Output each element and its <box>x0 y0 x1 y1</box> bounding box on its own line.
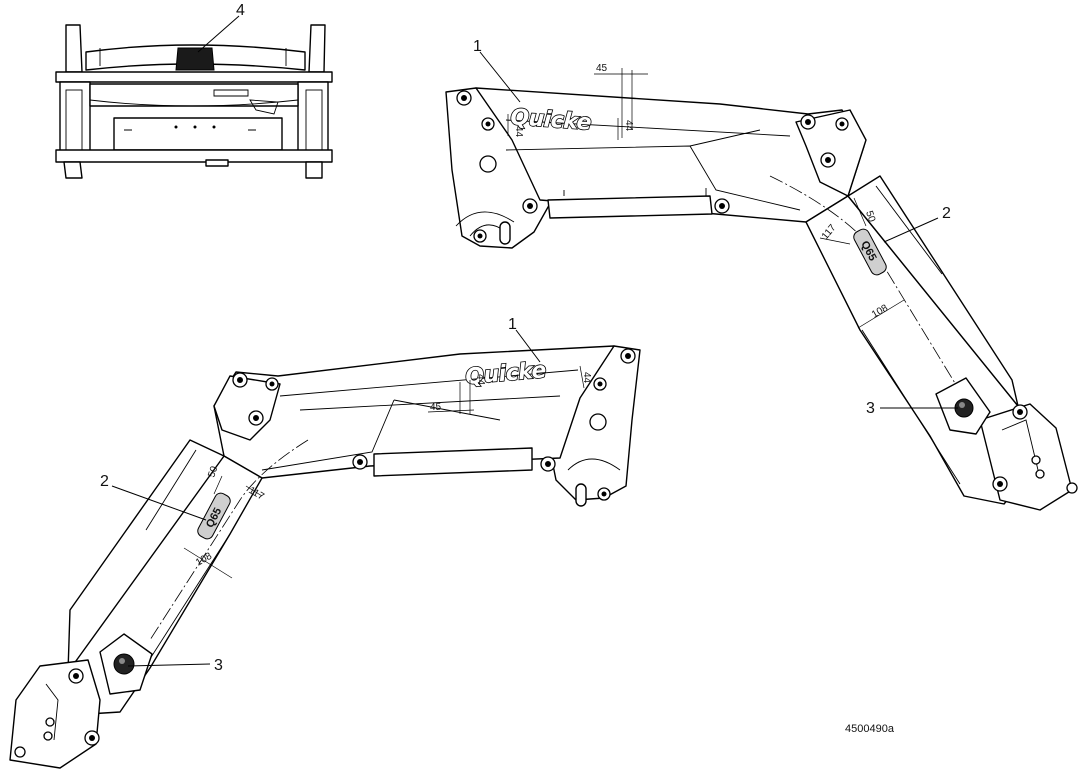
loader-arm-left-view: Quicke Q65 <box>9 345 641 769</box>
callout-3-top: 3 <box>866 400 875 417</box>
dim-44-bottom-right: 44 <box>581 372 592 384</box>
loader-arm-right-view: Quicke Q65 <box>445 68 1078 511</box>
dim-44-top-left: 44 <box>513 126 524 138</box>
control-unit-bottom <box>99 633 153 695</box>
front-view-crossmember <box>55 24 333 179</box>
callout-leaders <box>111 15 958 667</box>
dim-45-top: 45 <box>596 63 608 74</box>
callout-2-top: 2 <box>942 205 951 222</box>
dim-45-bottom: 45 <box>430 402 442 413</box>
decal-4 <box>175 47 215 71</box>
callout-3-bottom: 3 <box>214 657 223 674</box>
document-number: 4500490a <box>845 723 895 735</box>
dim-50-top: 50 <box>863 210 877 224</box>
q65-badge-top <box>853 228 887 276</box>
dim-44-top-right: 44 <box>623 120 634 132</box>
callout-4: 4 <box>236 2 245 19</box>
callout-2-bottom: 2 <box>100 473 109 490</box>
callout-1-top: 1 <box>473 38 482 55</box>
callout-1-bottom: 1 <box>508 316 517 333</box>
dim-50-bottom: 50 <box>206 465 220 479</box>
dim-44-bottom-left: 44 <box>475 374 486 386</box>
q65-badge-bottom <box>197 492 231 540</box>
